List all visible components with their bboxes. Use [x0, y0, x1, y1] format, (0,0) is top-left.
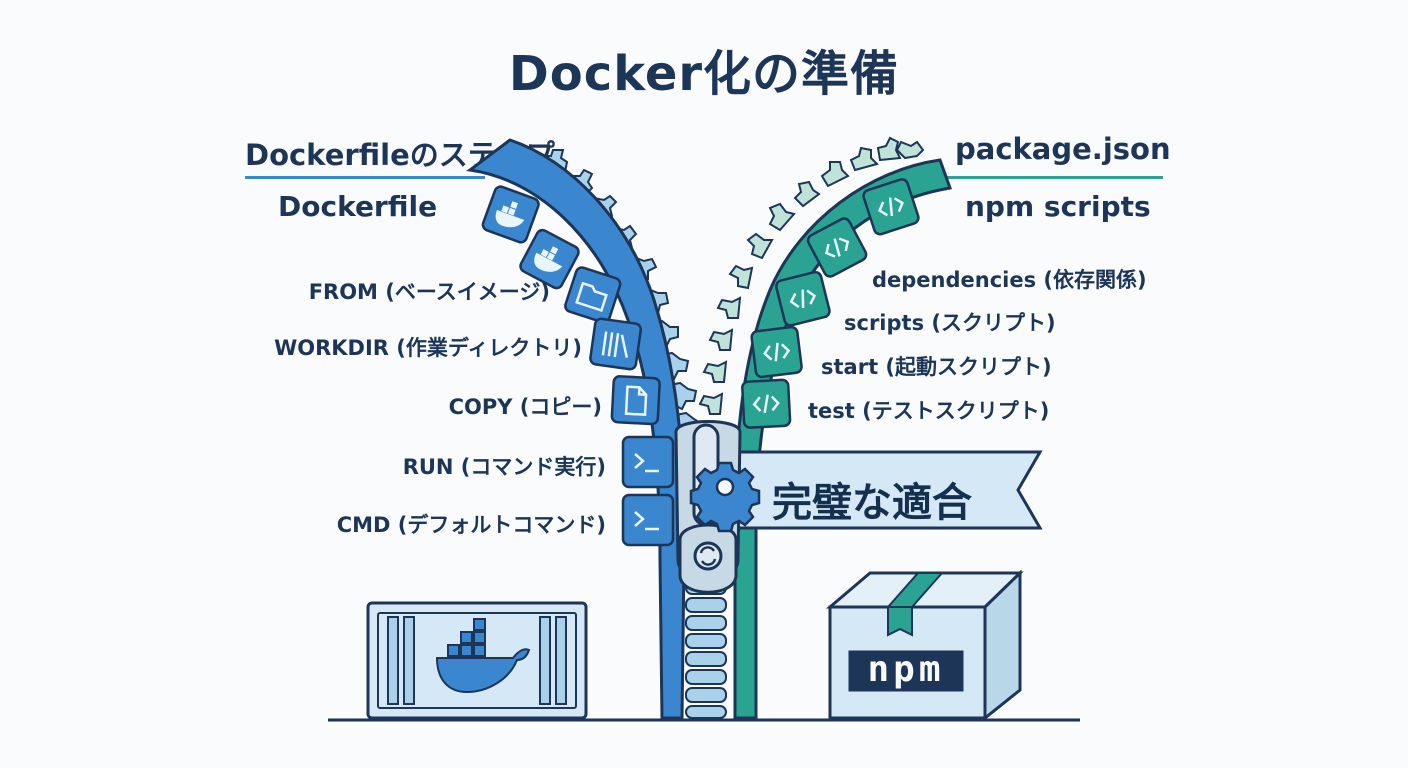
step-cmd: CMD (デフォルトコマンド) [336, 513, 606, 537]
dockerfile-subheader: Dockerfile [278, 190, 438, 223]
code-icon [806, 217, 868, 278]
terminal-icon [621, 493, 675, 547]
right-header-rule [935, 176, 1163, 179]
right-zipper-teeth [698, 136, 925, 415]
docker-icon [519, 228, 580, 290]
docker-whale-icon [435, 618, 531, 694]
step-from: FROM (ベースイメージ) [308, 280, 550, 304]
item-scripts: scripts (スクリプト) [844, 311, 1056, 335]
item-start: start (起動スクリプト) [821, 355, 1052, 379]
terminal-icon [621, 435, 675, 489]
code-icon [862, 178, 920, 236]
code-icon [775, 270, 831, 327]
code-icon [750, 325, 803, 379]
item-dependencies: dependencies (依存関係) [872, 268, 1147, 292]
left-header-rule [245, 176, 485, 179]
page-title: Docker化の準備 [508, 46, 900, 102]
npm-box [825, 569, 1024, 722]
interlocked-teeth [685, 579, 727, 719]
left-icon-tiles [481, 185, 675, 547]
file-icon [610, 375, 661, 426]
step-workdir: WORKDIR (作業ディレクトリ) [274, 336, 582, 360]
left-zipper-band [466, 138, 686, 720]
gear-icon [689, 461, 761, 533]
package-json-header: package.json [955, 132, 1171, 166]
perfect-fit-label: 完璧な適合 [772, 480, 972, 526]
code-icon [741, 378, 792, 429]
folder-icon [564, 266, 622, 324]
books-icon [589, 317, 643, 371]
npm-scripts-subheader: npm scripts [965, 190, 1151, 223]
right-icon-tiles [741, 178, 920, 429]
docker-icon [481, 185, 540, 244]
npm-logo: npm [867, 649, 945, 690]
item-test: test (テストスクリプト) [808, 399, 1050, 423]
step-run: RUN (コマンド実行) [402, 455, 606, 479]
step-copy: COPY (コピー) [448, 395, 602, 419]
